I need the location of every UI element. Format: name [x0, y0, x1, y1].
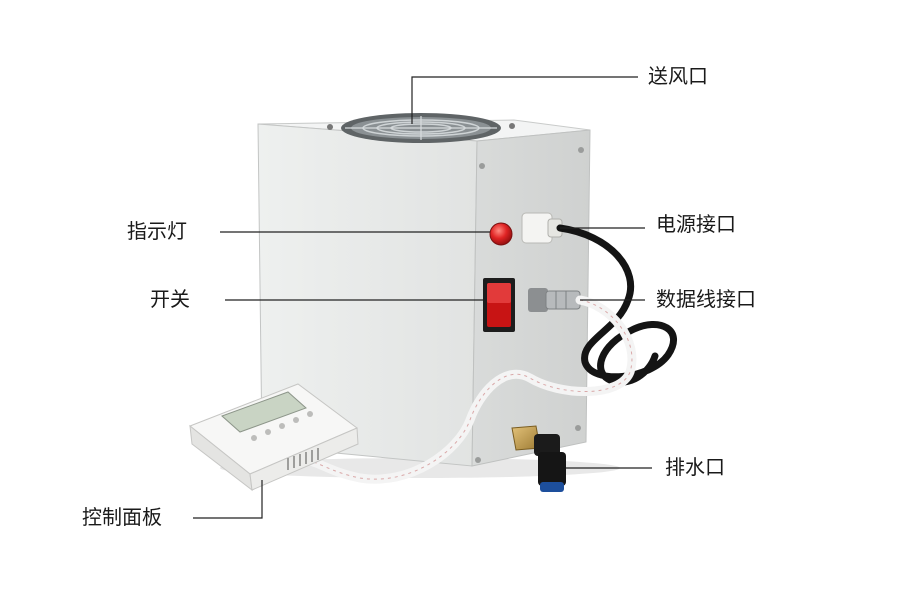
data-connector	[528, 288, 581, 312]
label-power-port: 电源接口	[656, 212, 736, 236]
label-air-outlet: 送风口	[648, 64, 708, 88]
power-cable	[556, 224, 677, 386]
screw	[578, 147, 584, 153]
label-drain: 排水口	[665, 455, 725, 479]
screw	[575, 425, 581, 431]
label-switch: 开关	[150, 287, 190, 311]
rocker-switch	[483, 278, 515, 332]
indicator-light	[489, 222, 513, 246]
label-indicator: 指示灯	[127, 219, 187, 243]
vent-slots	[287, 448, 319, 470]
drain-fitting	[511, 425, 566, 492]
label-data-port: 数据线接口	[656, 287, 756, 311]
control-panel-device	[189, 383, 359, 492]
panel-screen	[221, 391, 307, 433]
leader-air-outlet	[411, 76, 638, 124]
fan-grille	[327, 113, 515, 143]
label-control-panel: 控制面板	[82, 505, 162, 529]
screw	[475, 457, 481, 463]
screw	[479, 163, 485, 169]
power-port	[521, 212, 563, 244]
leader-control-panel	[193, 480, 263, 519]
